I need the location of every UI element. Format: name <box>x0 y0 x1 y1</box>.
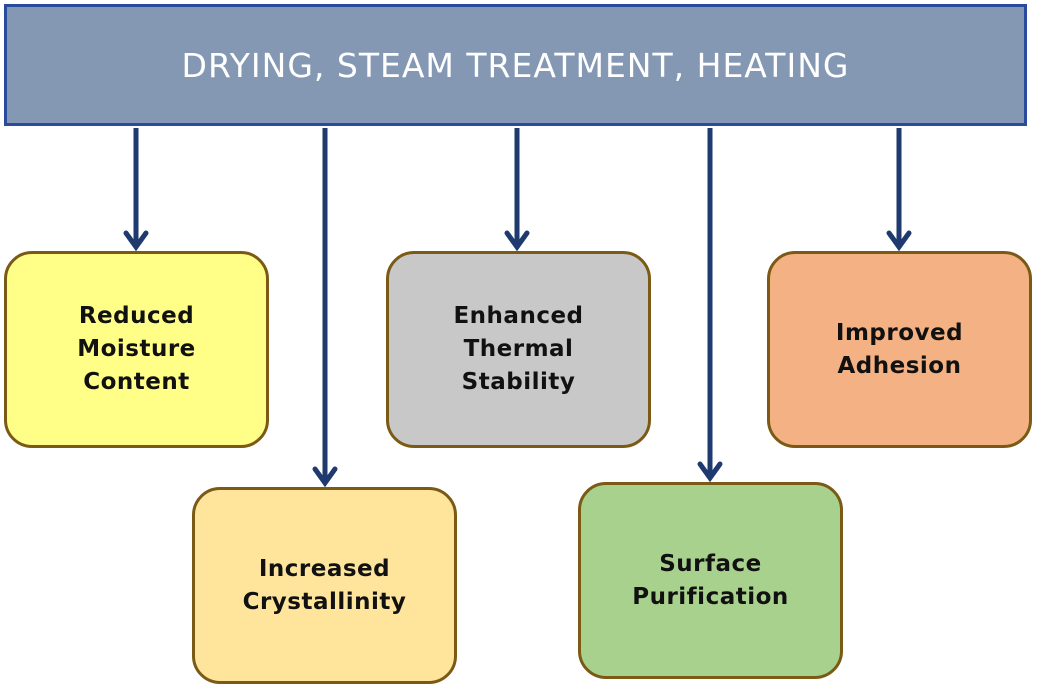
outcome-box-reduced-moisture: Reduced Moisture Content <box>4 251 269 448</box>
outcome-box-improved-adhesion: Improved Adhesion <box>767 251 1032 448</box>
outcome-label-improved-adhesion: Improved Adhesion <box>835 319 964 379</box>
arrow-improved-adhesion <box>886 128 912 252</box>
outcome-label-enhanced-thermal-stability: Enhanced Thermal Stability <box>453 303 584 395</box>
outcome-label-increased-crystallinity: Increased Crystallinity <box>242 555 407 615</box>
arrow-enhanced-thermal-stability <box>504 128 530 252</box>
outcome-label-reduced-moisture: Reduced Moisture Content <box>77 303 196 395</box>
arrow-reduced-moisture <box>123 128 149 252</box>
outcome-box-increased-crystallinity: Increased Crystallinity <box>192 487 457 684</box>
process-header-box: DRYING, STEAM TREATMENT, HEATING <box>4 4 1027 126</box>
process-header-title: DRYING, STEAM TREATMENT, HEATING <box>181 45 850 85</box>
arrow-surface-purification <box>697 128 723 483</box>
outcome-box-surface-purification: Surface Purification <box>578 482 843 679</box>
outcome-label-surface-purification: Surface Purification <box>632 550 789 610</box>
arrow-increased-crystallinity <box>312 128 338 488</box>
outcome-box-enhanced-thermal-stability: Enhanced Thermal Stability <box>386 251 651 448</box>
